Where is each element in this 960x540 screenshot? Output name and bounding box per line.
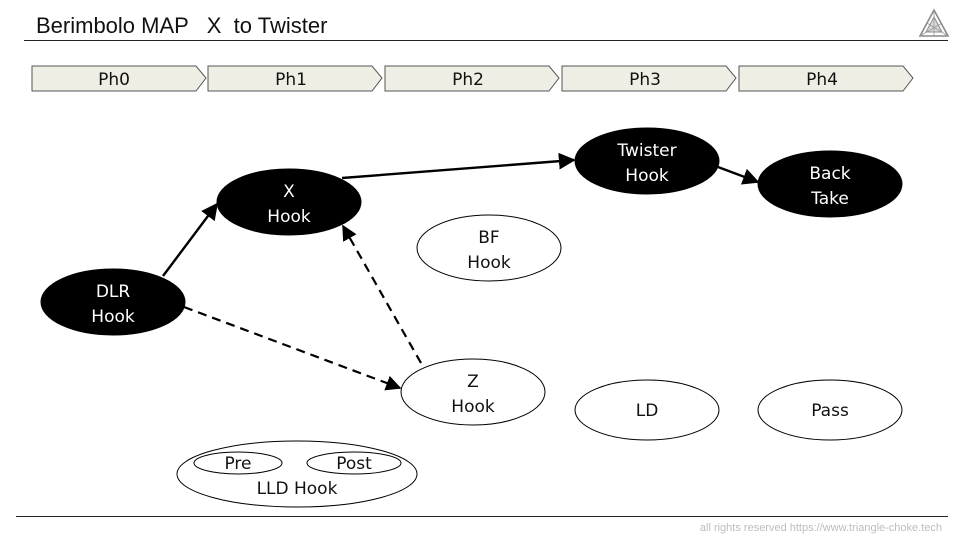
node-x-hook: X Hook	[216, 168, 362, 236]
node-label: Back	[809, 164, 850, 184]
phase-ph1: Ph1	[207, 65, 383, 92]
phase-label: Ph2	[452, 70, 484, 90]
node-twister-hook: Twister Hook	[574, 127, 720, 195]
node-lld-hook: Pre Post LLD Hook	[176, 440, 418, 508]
edge-dlr-to-x	[162, 202, 219, 277]
node-label: Hook	[625, 166, 669, 186]
node-label: DLR	[96, 282, 131, 302]
node-label: Z	[467, 372, 479, 392]
node-ld: LD	[574, 379, 720, 441]
node-label: BF	[478, 228, 499, 248]
node-lld-post: Post	[306, 451, 402, 475]
phase-label: Ph4	[806, 70, 838, 90]
node-label: LD	[636, 401, 659, 421]
node-bf-hook: BF Hook	[416, 214, 562, 282]
node-back-take: Back Take	[757, 150, 903, 218]
node-z-hook: Z Hook	[400, 358, 546, 426]
node-label: Pass	[811, 401, 849, 421]
phase-bar: Ph0 Ph1 Ph2 Ph3 Ph4	[31, 65, 914, 92]
node-label: Hook	[451, 397, 495, 417]
node-dlr-hook: DLR Hook	[40, 268, 186, 336]
triangle-logo-icon	[918, 8, 950, 37]
edge-z-to-x-dashed	[342, 224, 422, 364]
phase-label: Ph1	[275, 70, 307, 90]
edge-dlr-to-z-dashed	[183, 305, 402, 391]
node-label: Hook	[91, 307, 135, 327]
edge-twister-to-back-take	[717, 165, 760, 185]
node-label: Take	[810, 189, 849, 209]
phase-label: Ph0	[98, 70, 130, 90]
phase-ph4: Ph4	[738, 65, 914, 92]
node-label: X	[283, 182, 295, 202]
title-divider	[24, 40, 948, 41]
edge-x-to-twister	[341, 152, 576, 180]
node-label: Twister	[616, 141, 676, 161]
node-lld-pre: Pre	[193, 451, 283, 475]
node-label: LLD Hook	[257, 479, 338, 499]
node-label: Post	[336, 454, 372, 474]
phase-ph2: Ph2	[384, 65, 560, 92]
footer-copyright: all rights reserved https://www.triangle…	[699, 522, 942, 534]
node-pass: Pass	[757, 379, 903, 441]
phase-ph3: Ph3	[561, 65, 737, 92]
node-label: Hook	[467, 253, 511, 273]
node-label: Pre	[224, 454, 251, 474]
footer-divider	[16, 516, 948, 517]
phase-ph0: Ph0	[31, 65, 207, 92]
node-label: Hook	[267, 207, 311, 227]
slide-title: Berimbolo MAP X to Twister	[36, 13, 328, 38]
phase-label: Ph3	[629, 70, 661, 90]
edges	[162, 152, 760, 391]
